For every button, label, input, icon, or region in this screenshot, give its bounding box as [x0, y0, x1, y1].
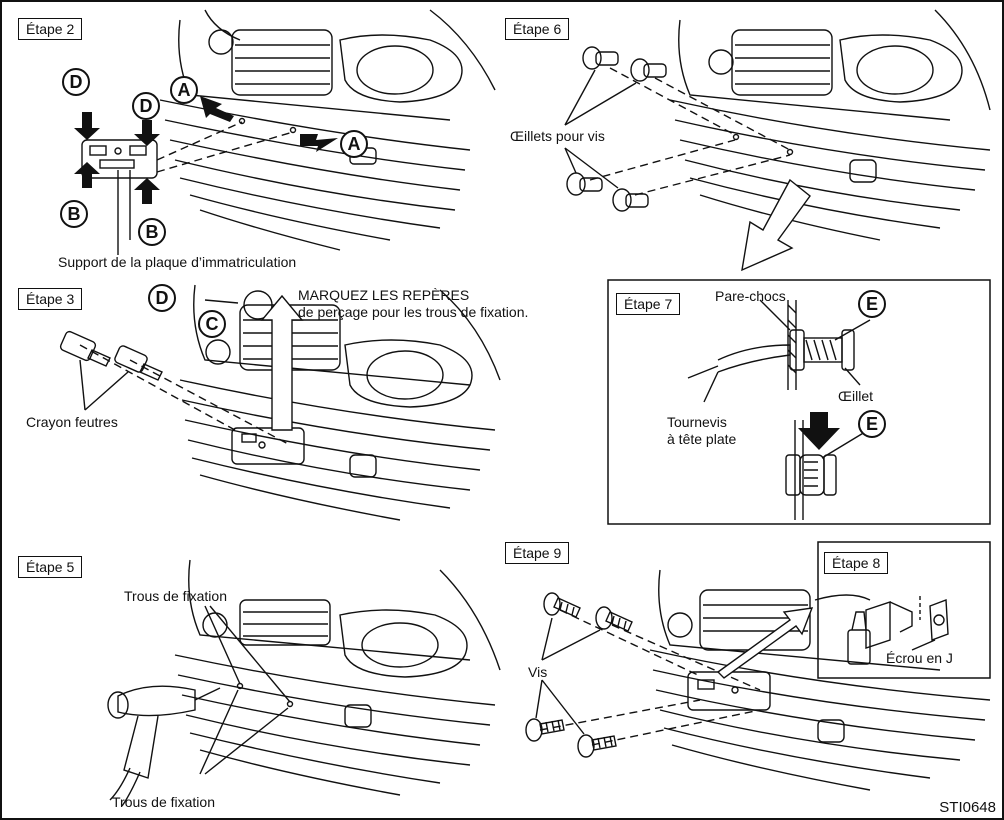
- step-5-label: Étape 5: [18, 556, 83, 578]
- mounting-holes-label-top: Trous de fixation: [124, 588, 227, 604]
- marker-pen-label: Crayon feutres: [26, 414, 118, 430]
- grommets-step6: [564, 46, 667, 212]
- screwdriver-label-line1: Tournevis: [667, 414, 727, 430]
- mounting-holes-label-bottom: Trous de fixation: [112, 794, 215, 810]
- arrows-step2: [74, 96, 338, 204]
- grommet-label: Œillet: [838, 388, 874, 404]
- callout-d: D: [132, 92, 160, 120]
- bumper-step9: [539, 569, 991, 791]
- bumper-step3: [79, 284, 501, 521]
- figure-code: STI0648: [939, 799, 996, 816]
- bumper-label: Pare-chocs: [715, 288, 786, 304]
- arrow-to-step7: [741, 178, 811, 272]
- plate-bracket-step2: [81, 117, 297, 255]
- bumper-step2: [159, 9, 496, 251]
- callout-d: D: [148, 284, 176, 312]
- screw-grommets-label: Œillets pour vis: [510, 128, 605, 144]
- callout-c: C: [198, 310, 226, 338]
- callout-b: B: [138, 218, 166, 246]
- marking-note-line1: MARQUEZ LES REPÈRES: [298, 287, 470, 303]
- callout-a: A: [170, 76, 198, 104]
- step-9-label: Étape 9: [505, 542, 570, 564]
- drill-step5: [107, 685, 221, 807]
- callout-e: E: [858, 410, 886, 438]
- step-3-label: Étape 3: [18, 288, 83, 310]
- step-7-label: Étape 7: [616, 293, 681, 315]
- step-6-label: Étape 6: [505, 18, 570, 40]
- grommet-detail-step7: [687, 299, 871, 520]
- screws-label: Vis: [528, 664, 548, 680]
- marking-note-line2: de perçage pour les trous de fixation.: [298, 304, 529, 320]
- callout-a: A: [340, 130, 368, 158]
- markers-step3: [59, 330, 163, 411]
- callout-e: E: [858, 290, 886, 318]
- screws-step9: [525, 592, 633, 758]
- callout-b: B: [60, 200, 88, 228]
- step-2-label: Étape 2: [18, 18, 83, 40]
- bumper-step5: [174, 559, 501, 796]
- jnut-detail-step8: [847, 596, 949, 665]
- plate-bracket-label: Support de la plaque d’immatriculation: [58, 254, 297, 270]
- step-8-label: Étape 8: [824, 552, 889, 574]
- bumper-step6: [589, 9, 991, 241]
- callout-d: D: [62, 68, 90, 96]
- screwdriver-label-line2: à tête plate: [667, 431, 737, 447]
- j-nut-label: Écrou en J: [886, 650, 953, 666]
